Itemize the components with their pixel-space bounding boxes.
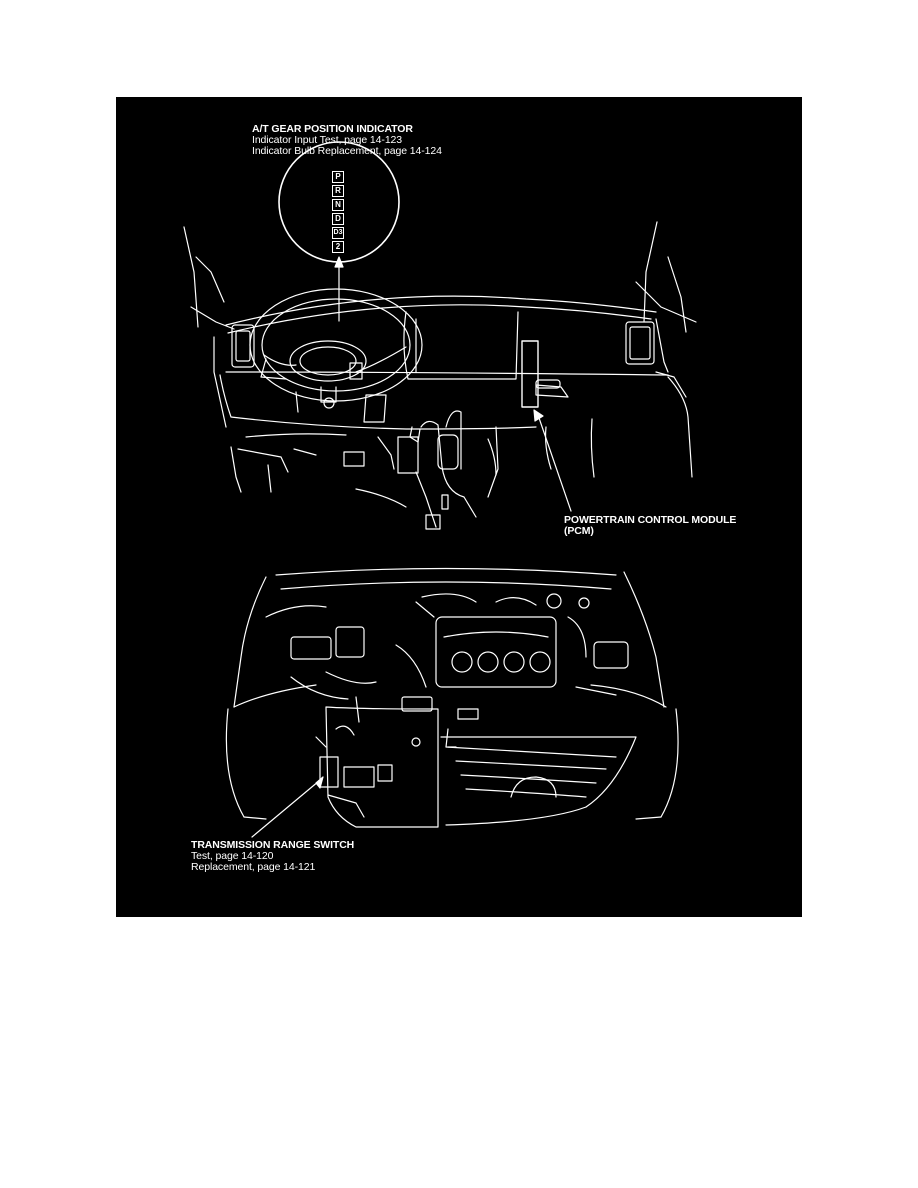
gear-indicator-bulb-replacement-ref: Indicator Bulb Replacement, page 14-124 — [252, 145, 442, 157]
range-switch-arrowhead — [315, 776, 324, 789]
pcm-arrowhead — [533, 409, 544, 422]
gear-indicator-title: A/T GEAR POSITION INDICATOR — [252, 123, 413, 135]
range-switch-label: TRANSMISSION RANGE SWITCH Test, page 14-… — [191, 840, 354, 873]
pcm-abbreviation: (PCM) — [564, 525, 594, 537]
range-switch-title: TRANSMISSION RANGE SWITCH — [191, 839, 355, 851]
gear-tile-r: R — [332, 185, 344, 197]
gear-indicator-input-test-ref: Indicator Input Test, page 14-123 — [252, 134, 403, 146]
gear-tile-2: 2 — [332, 241, 344, 253]
gear-indicator-label: A/T GEAR POSITION INDICATOR Indicator In… — [252, 124, 442, 157]
pcm-connector — [535, 379, 561, 389]
component-location-illustration — [183, 141, 697, 838]
gear-indicator-arrowhead — [334, 256, 344, 268]
range-switch-replacement-ref: Replacement, page 14-121 — [191, 861, 316, 873]
gear-tile-d3: D3 — [332, 227, 344, 239]
gear-tile-p: P — [332, 171, 344, 183]
range-switch-test-ref: Test, page 14-120 — [191, 850, 274, 862]
gear-tile-d: D — [332, 213, 344, 225]
pcm-outline — [521, 340, 539, 408]
dashboard-interior-linework — [183, 221, 697, 530]
pcm-title: POWERTRAIN CONTROL MODULE — [564, 514, 737, 526]
range-switch-leader-line — [251, 780, 320, 838]
pcm-leader-line — [537, 414, 572, 512]
pcm-label: POWERTRAIN CONTROL MODULE (PCM) — [564, 515, 736, 537]
engine-compartment-linework — [225, 567, 679, 828]
gear-tile-n: N — [332, 199, 344, 211]
diagram-panel: P R N D D3 2 A/T GEAR POSITION INDICATOR… — [116, 97, 802, 917]
